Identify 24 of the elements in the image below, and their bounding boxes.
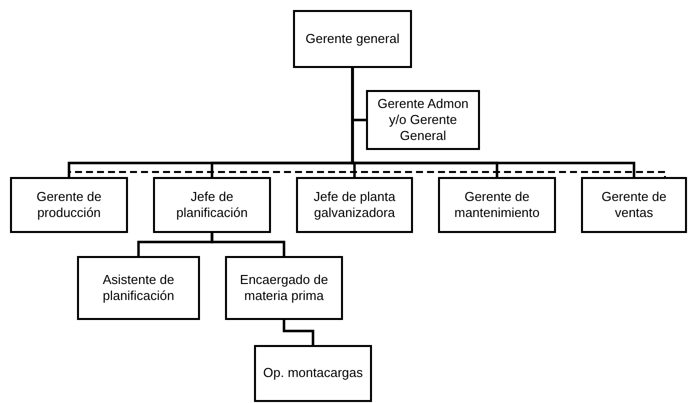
connector-line: [351, 68, 636, 177]
connector-line: [210, 233, 286, 256]
position-title: Gerente de ventas: [600, 188, 668, 222]
position-box: [153, 177, 271, 233]
position-box: [225, 256, 343, 320]
position-title: Jefe de planta galvanizadora: [312, 188, 396, 222]
position-box: [77, 256, 200, 320]
position-box: [581, 177, 687, 233]
position-title: Gerente de mantenimiento: [453, 188, 541, 222]
position-title: Gerente Admon y/o Gerente General: [376, 96, 470, 144]
position-title: Gerente de producción: [35, 188, 103, 222]
position-title: Gerente general: [306, 30, 400, 48]
position-box: [366, 90, 480, 150]
position-title: Encaergado de materia prima: [238, 272, 330, 304]
dashed-connector: [68, 171, 666, 178]
position-title: Op. montacargas: [263, 365, 363, 382]
position-title: Asistente de planificación: [102, 272, 176, 304]
position-box: [438, 177, 556, 233]
position-box: [296, 177, 413, 233]
position-box: [10, 177, 128, 233]
position-box: [254, 345, 372, 402]
position-title: Jefe de planificación: [175, 188, 249, 222]
position-box: [293, 10, 412, 68]
connector-line: [282, 320, 314, 345]
